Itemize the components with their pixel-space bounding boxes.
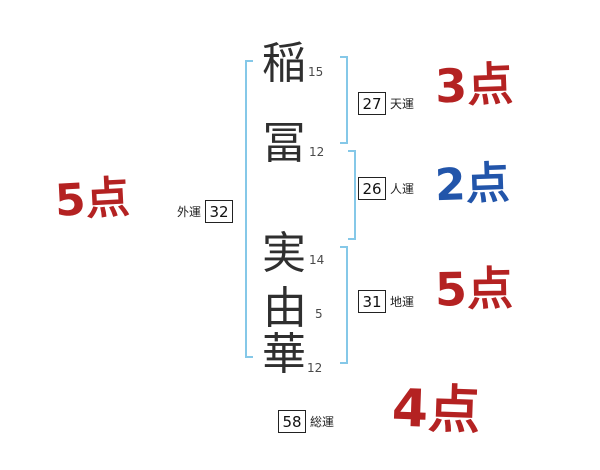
souun-unit: 58 総運	[278, 410, 334, 433]
chiun-unit: 31 地運	[358, 290, 414, 313]
souun-value-box: 58	[278, 410, 306, 433]
chiun-score: 5点	[434, 261, 514, 317]
gaiun-score: 5点	[53, 172, 131, 227]
name-char: 実	[262, 228, 306, 279]
souun-score: 4点	[390, 378, 482, 442]
jinun-score: 2点	[434, 157, 511, 212]
chiun-label: 地運	[390, 294, 415, 309]
name-char: 稲	[262, 38, 306, 89]
jinun-bracket	[348, 150, 356, 240]
stroke-count: 15	[308, 65, 324, 79]
gaiun-unit: 外運 32	[177, 200, 234, 223]
jinun-value-box: 26	[358, 177, 386, 200]
souun-label: 総運	[310, 414, 335, 429]
jinun-label: 人運	[390, 181, 415, 196]
tenun-unit: 27 天運	[358, 92, 414, 115]
name-char: 華	[262, 329, 306, 380]
stroke-count: 12	[307, 361, 323, 375]
tenun-score: 3点	[434, 56, 514, 114]
jinun-unit: 26 人運	[358, 177, 414, 200]
chiun-value-box: 31	[358, 290, 386, 313]
chiun-bracket	[340, 246, 348, 364]
gaiun-bracket	[245, 60, 253, 358]
stroke-count: 5	[315, 307, 323, 321]
tenun-value-box: 27	[358, 92, 386, 115]
stroke-count: 12	[309, 145, 325, 159]
tenun-label: 天運	[390, 96, 415, 111]
stroke-count: 14	[309, 253, 325, 267]
name-char: 冨	[262, 118, 306, 169]
gaiun-value-box: 32	[205, 200, 234, 223]
name-char: 由	[263, 283, 307, 334]
gaiun-label: 外運	[177, 204, 202, 219]
tenun-bracket	[340, 56, 348, 144]
